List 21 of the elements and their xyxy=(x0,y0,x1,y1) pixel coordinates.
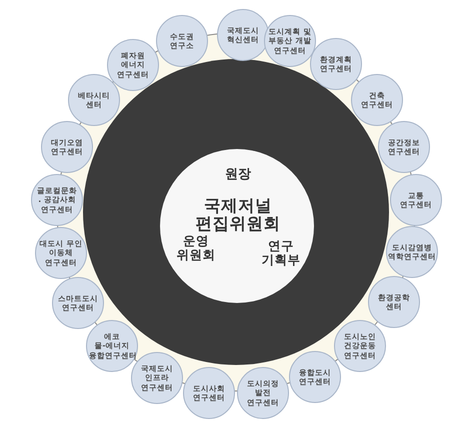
circle-node xyxy=(107,39,159,91)
circle-node xyxy=(35,227,87,279)
circle-node xyxy=(86,320,138,372)
circle-node xyxy=(156,15,208,67)
circle-node xyxy=(237,367,289,419)
circle-node xyxy=(368,276,420,328)
circle-node xyxy=(390,174,442,226)
left-label: 운영 위원회 xyxy=(176,234,216,262)
top-label: 원장 xyxy=(224,168,252,182)
circle-node xyxy=(386,226,438,278)
circle-node xyxy=(31,174,83,226)
right-label: 연구 기획부 xyxy=(260,239,302,266)
center-title: 국제저널 편집위원회 xyxy=(194,197,282,234)
circle-node xyxy=(52,277,104,329)
circle-node xyxy=(41,121,93,173)
circle-node xyxy=(183,367,235,419)
circle-node xyxy=(351,74,403,126)
circle-node xyxy=(264,15,316,67)
circle-node xyxy=(378,121,430,173)
circle-node xyxy=(334,320,386,372)
circle-node xyxy=(289,351,341,403)
